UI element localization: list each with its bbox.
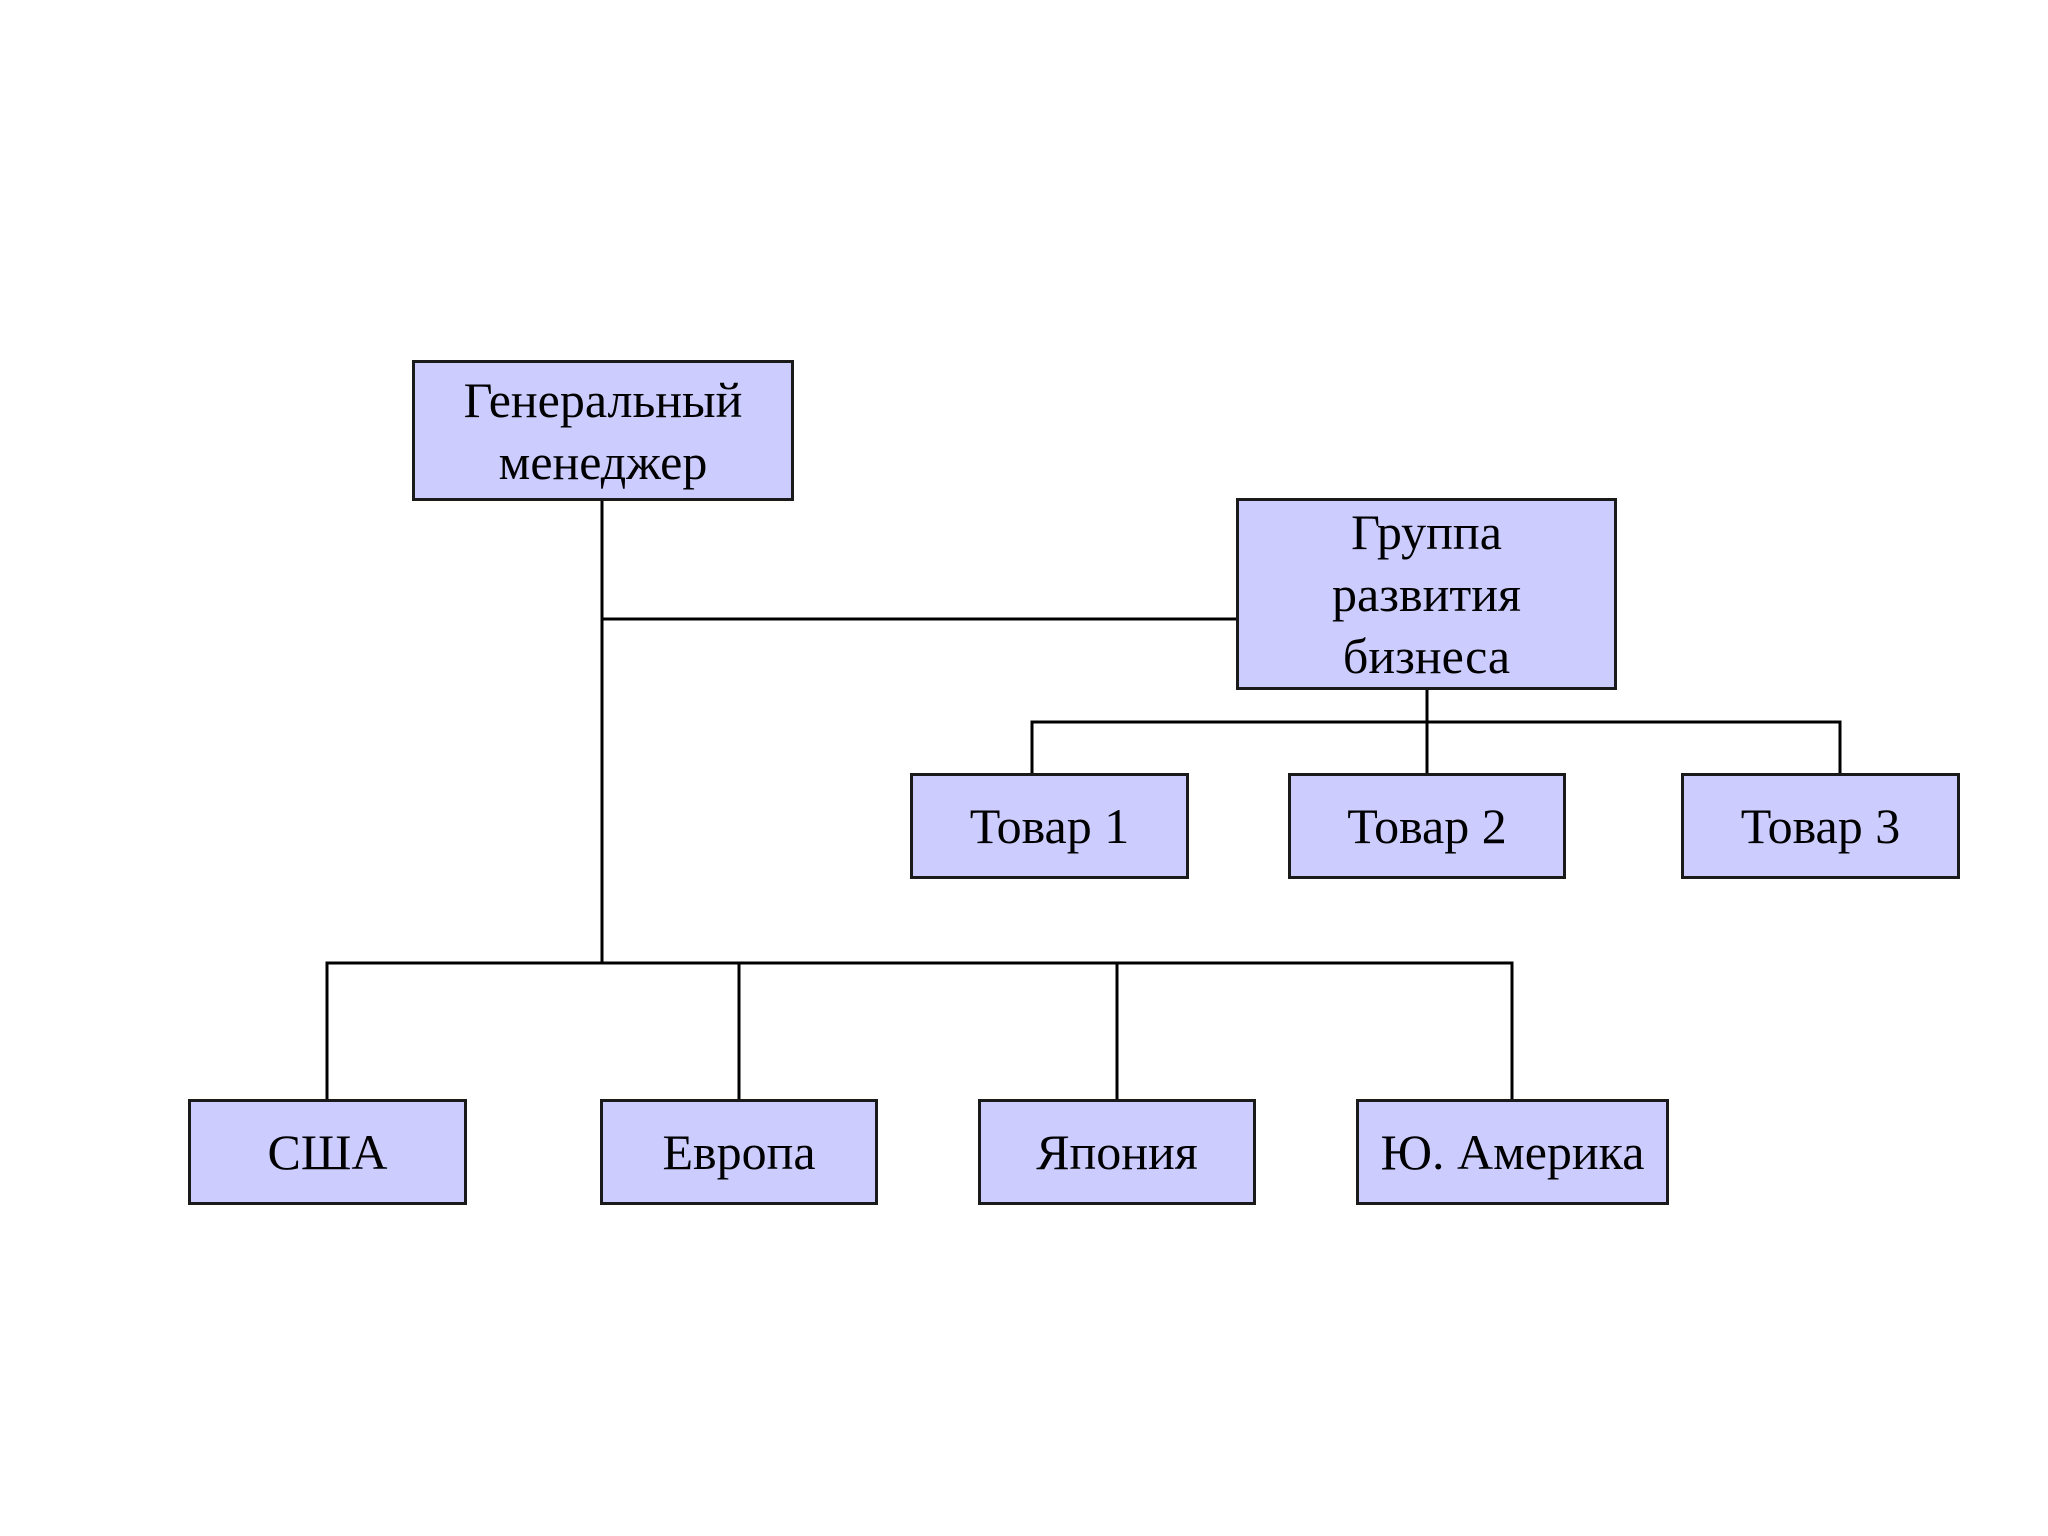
node-region-europe: Европа <box>600 1099 878 1205</box>
node-product-1: Товар 1 <box>910 773 1189 879</box>
node-general-manager: Генеральный менеджер <box>412 360 794 501</box>
node-product-2: Товар 2 <box>1288 773 1566 879</box>
node-region-usa: США <box>188 1099 467 1205</box>
node-region-japan: Япония <box>978 1099 1256 1205</box>
node-business-development-group: Группа развития бизнеса <box>1236 498 1617 690</box>
node-region-south-america: Ю. Америка <box>1356 1099 1669 1205</box>
node-product-3: Товар 3 <box>1681 773 1960 879</box>
